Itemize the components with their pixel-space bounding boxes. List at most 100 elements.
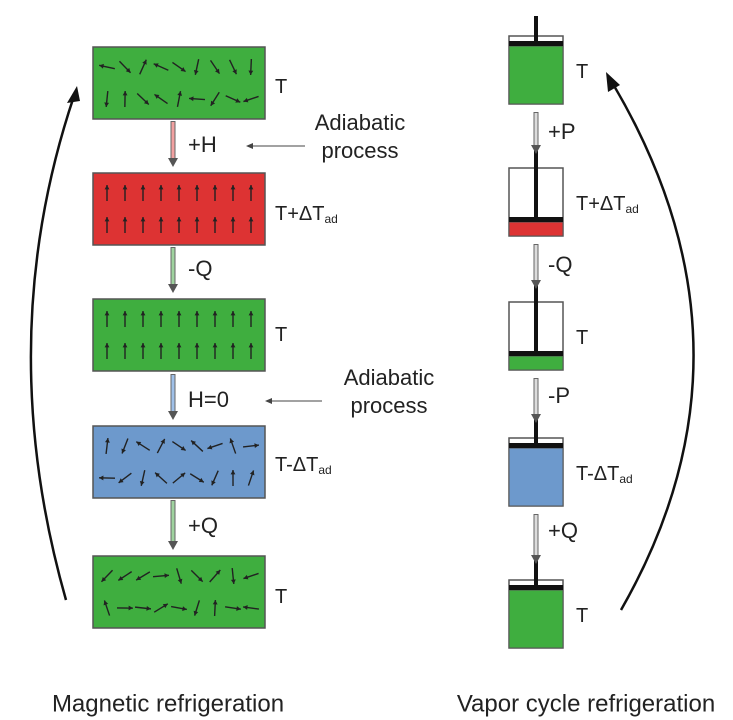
vapor-temp-label-1-text: T — [576, 61, 588, 83]
magnetic-temp-label-4: T-ΔTad — [275, 454, 332, 477]
spin-arrow-head — [158, 311, 164, 316]
spin-arrow-head — [103, 600, 109, 606]
spin-arrow-head — [118, 575, 124, 581]
spin-arrow-head — [210, 100, 216, 106]
vapor-temp-label-4-subscript: ad — [619, 472, 632, 486]
cylinder-fluid — [508, 45, 564, 105]
vapor-temp-label-1-base: T — [576, 61, 588, 83]
spin-arrow-head — [140, 343, 146, 348]
spin-arrow-head — [176, 311, 182, 316]
spin-arrow-head — [230, 343, 236, 348]
piston-rod — [534, 16, 538, 46]
magnetic-temp-label-4-base: T — [275, 454, 287, 476]
vapor-temp-label-5: T — [576, 605, 588, 627]
spin-arrow-head — [248, 70, 254, 75]
spin-arrow-head — [235, 98, 241, 103]
vapor-state-3 — [508, 282, 564, 371]
spin-arrow-head — [118, 478, 124, 483]
piston-rod — [534, 560, 538, 590]
spin-arrow-head — [243, 97, 249, 103]
annotation-leader-head — [246, 143, 253, 149]
spin-arrow-head — [122, 343, 128, 348]
spin-arrow-head — [143, 99, 149, 105]
spin-arrow-head — [177, 578, 183, 584]
vapor-step-arrow-3 — [531, 378, 541, 423]
spin-arrow-head — [140, 217, 146, 222]
spin-arrow-head — [176, 343, 182, 348]
spin-arrow-head — [198, 477, 204, 483]
spin-arrow-head — [177, 91, 183, 96]
spin-arrow-head — [180, 472, 186, 478]
spin-arrow-head — [230, 185, 236, 190]
magnetic-temp-label-1-base: T — [275, 76, 287, 98]
spin-arrow-head — [142, 59, 147, 65]
cylinder-fluid — [508, 589, 564, 649]
magnetic-cycle-arrowhead — [67, 86, 80, 103]
vapor-temp-label-2-subscript: ad — [625, 202, 638, 216]
cylinder-fluid — [508, 221, 564, 237]
spin-arrow-head — [230, 311, 236, 316]
spin-arrow-head — [193, 610, 199, 616]
magnetic-state-3 — [92, 298, 266, 372]
magnetic-step-label-3: H=0 — [188, 387, 229, 412]
magnetic-temp-label-5-text: T — [275, 586, 287, 608]
magnetic-temp-label-5: T — [275, 586, 287, 608]
magnetic-temp-label-3: T — [275, 324, 287, 346]
spin-arrow-head — [243, 605, 248, 610]
spin-arrow-head — [194, 185, 200, 190]
vapor-temp-label-3: T — [576, 327, 588, 349]
magnetic-temp-label-2-base: T — [275, 203, 287, 225]
spin-arrow-head — [180, 446, 186, 451]
vapor-temp-label-3-text: T — [576, 327, 588, 349]
vapor-temp-label-2-delta: +ΔT — [588, 193, 625, 215]
vapor-temp-label-2: T+ΔTad — [576, 193, 639, 216]
vapor-step-arrow-2-head — [531, 280, 541, 289]
spin-arrow-head — [248, 343, 254, 348]
piston-rod — [534, 282, 538, 356]
magnet-block — [92, 555, 266, 629]
spin-arrow-head — [140, 185, 146, 190]
spin-arrow-head — [104, 102, 110, 107]
spin-arrow-head — [194, 343, 200, 348]
spin-arrow-head — [212, 311, 218, 316]
spin-arrow-head — [193, 70, 199, 75]
magnetic-temp-label-3-base: T — [275, 324, 287, 346]
spin-arrow-head — [180, 67, 186, 72]
vapor-temp-label-5-base: T — [576, 605, 588, 627]
spin-arrow-head — [182, 606, 187, 612]
vapor-cycle-arrow — [611, 83, 695, 611]
spin-arrow-head — [212, 185, 218, 190]
adiabatic-note-line2: process — [350, 393, 427, 418]
vapor-state-5 — [508, 560, 564, 649]
spin-arrow-head — [211, 480, 216, 486]
spin-arrow-head — [194, 311, 200, 316]
vapor-step-arrow-3-head — [531, 414, 541, 423]
magnetic-temp-label-5-base: T — [275, 586, 287, 608]
spin-arrow-head — [146, 606, 151, 611]
magnetic-step-label-2: -Q — [188, 256, 212, 281]
magnet-block — [92, 172, 266, 246]
spin-arrow-head — [136, 441, 142, 447]
vapor-step-label-1: +P — [548, 119, 576, 144]
vapor-title: Vapor cycle refrigeration — [457, 690, 715, 717]
vapor-temp-label-1: T — [576, 61, 588, 83]
spin-arrow-head — [122, 185, 128, 190]
magnetic-step-arrow-3 — [168, 374, 178, 420]
magnetic-state-2 — [92, 172, 266, 246]
spin-arrow-head — [104, 343, 110, 348]
spin-arrow-head — [248, 311, 254, 316]
spin-arrow-head — [128, 605, 133, 611]
vapor-temp-label-4-delta: -ΔT — [587, 463, 619, 485]
magnetic-temp-label-4-delta: -ΔT — [286, 454, 318, 476]
vapor-step-label-4: +Q — [548, 518, 578, 543]
spin-arrow-head — [154, 94, 160, 99]
magnetic-temp-label-2-text: T+ΔTad — [275, 203, 338, 226]
spin-arrow-head — [158, 343, 164, 348]
spin-arrow-head — [215, 68, 220, 74]
spin-arrow-head — [122, 91, 128, 96]
magnetic-step-label-1: +H — [188, 132, 217, 157]
magnetic-step-arrow-1-head — [168, 158, 178, 167]
spin-arrow-head — [229, 438, 235, 444]
